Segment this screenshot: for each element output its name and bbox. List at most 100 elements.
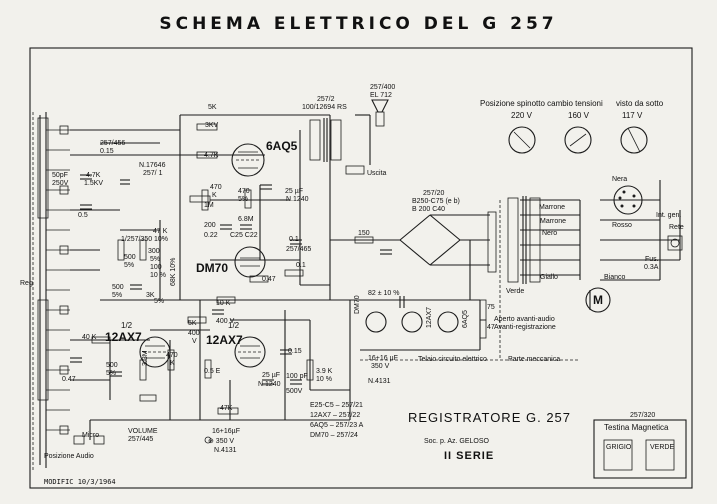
label-r39k-b: 10 % (316, 376, 332, 383)
label-c400v2: 400 (188, 330, 200, 337)
testina-grigio: GRIGIO (606, 444, 632, 451)
label-c1-5kv: 1.5KV (84, 180, 104, 187)
label-spk-a: 257/400 (370, 84, 396, 91)
testina-title: Testina Magnetica (604, 423, 669, 432)
voltage-selector-plugs (508, 126, 648, 154)
label-n17646: N.17646 (139, 162, 166, 169)
label-c400v: 400 V (216, 318, 235, 325)
label-r470-5: 470 (238, 188, 250, 195)
power-transformer (487, 196, 541, 284)
label-parte: Parte meccanica (508, 356, 561, 363)
label-c047-b: 0.47 (62, 376, 76, 383)
label-c4131-low: N.4131 (214, 447, 237, 454)
label-c350-top: 350 V (371, 363, 390, 370)
label-r1m: 1M (204, 202, 214, 209)
label-r100b: 10 % (150, 272, 166, 279)
label-pt-c: B 200 C40 (412, 206, 446, 213)
label-reg: Reg (20, 280, 33, 287)
tube-label-12ax7-a: 12AX7 (105, 330, 142, 344)
label-c0-5: 0.5 (78, 212, 88, 219)
socket-bottom-view (613, 185, 643, 215)
label-visto: visto da sotto (616, 99, 664, 108)
motor (585, 287, 611, 313)
testina-code: 257/320 (630, 412, 656, 419)
label-volume2: 257/445 (128, 436, 154, 443)
label-avanti: Avanti-registrazione (494, 324, 556, 331)
label-verde: Verde (506, 288, 525, 295)
mains-plug (667, 235, 683, 251)
label-c500-b: 500 (106, 362, 118, 369)
label-motor: M (593, 293, 603, 307)
label-nero: Nero (542, 230, 558, 237)
label-r47k-r: 47 K (153, 228, 168, 235)
label-c01: 0.1 (289, 236, 299, 243)
label-bianco: Bianco (604, 274, 626, 281)
label-v220: 220 V (511, 111, 532, 120)
label-r05e: 0.5 E (204, 368, 221, 375)
label-fus-a: 0.3A (644, 264, 659, 271)
label-n257-1: 257/ 1 (143, 170, 163, 177)
label-posizione-audio: Posizione Audio (44, 453, 94, 460)
label-c16-low: 16+16µF (212, 428, 240, 435)
page-title: SCHEMA ELETTRICO DEL G 257 (159, 14, 558, 34)
label-c16-top: 16+16 µF (368, 355, 398, 362)
legend-12ax7: 12AX7 – 257/22 (310, 412, 361, 419)
legend-6aq5: 6AQ5 – 257/23 A (310, 422, 364, 429)
label-modific: MODIFIC 10/3/1964 (44, 478, 116, 486)
label-r3k: 3K (146, 292, 155, 299)
output-transformer (309, 118, 342, 162)
label-t257-350: 1/257/350 (121, 236, 153, 243)
label-pt-b: B250-C75 (e b) (412, 198, 460, 205)
label-r5k: 5K (208, 104, 217, 111)
label-r300b: 5% (150, 256, 161, 263)
switch-bank (32, 112, 70, 470)
resistors (91, 123, 487, 415)
label-c25uf: 25 µF (285, 188, 304, 195)
label-c250v: 250V (52, 180, 69, 187)
label-c015: 0.15 (288, 348, 302, 355)
label-fus: Fus. (645, 256, 659, 263)
label-c400v2b: V (192, 338, 197, 345)
label-marrone2: Marrone (540, 218, 567, 225)
label-c500-bb: 5% (106, 370, 117, 377)
tube-half-1: 1/2 (121, 321, 133, 330)
label-c4-7k: 4.7K (86, 172, 101, 179)
label-c25uf-n: N.1240 (286, 196, 309, 203)
label-r01b: 0.1 (296, 262, 306, 269)
label-c047: 0.47 (262, 276, 276, 283)
label-r470-k: K (212, 192, 217, 199)
tube-12ax7-a (139, 336, 171, 368)
legend-dm70: DM70 – 257/24 (310, 432, 358, 439)
label-nera: Nera (612, 176, 628, 183)
label-v160: 160 V (568, 111, 589, 120)
label-r470k: 470 (166, 352, 178, 359)
speaker (345, 99, 389, 175)
tube-12ax7-b (234, 336, 266, 368)
capacitors (70, 174, 405, 385)
label-r33m: 3.3M (142, 350, 149, 366)
label-c40k: 40 K (82, 334, 97, 341)
label-r5k-v: 3KV (205, 122, 219, 129)
label-spk-b: EL 712 (370, 92, 392, 99)
label-c200: 200 (204, 222, 216, 229)
label-r100: 100 (150, 264, 162, 271)
label-6aq5-v: 6AQ5 (462, 310, 469, 328)
label-marrone: Marrone (539, 204, 566, 211)
label-c257-465: 257/465 (286, 246, 312, 253)
label-telaio: Telaio circuito elettrico (418, 356, 487, 363)
label-v117: 117 V (622, 111, 643, 120)
label-c015a: 0.15 (100, 148, 114, 155)
label-12ax7-v: 12AX7 (426, 306, 433, 328)
label-c5k: 5K (188, 320, 197, 327)
border-frame (29, 47, 693, 489)
label-micro: Micro (82, 432, 100, 439)
label-r300: 300 (148, 248, 160, 255)
label-c82: 82 ± 10 % (368, 290, 400, 297)
label-r500-2: 500 (124, 254, 136, 261)
tube-label-dm70: DM70 (196, 261, 229, 275)
audio-connectors (73, 435, 212, 445)
label-c10k: 10 K (216, 300, 231, 307)
label-pt-a: 257/20 (423, 190, 445, 197)
label-c25uf2: 25 µF (262, 372, 281, 379)
